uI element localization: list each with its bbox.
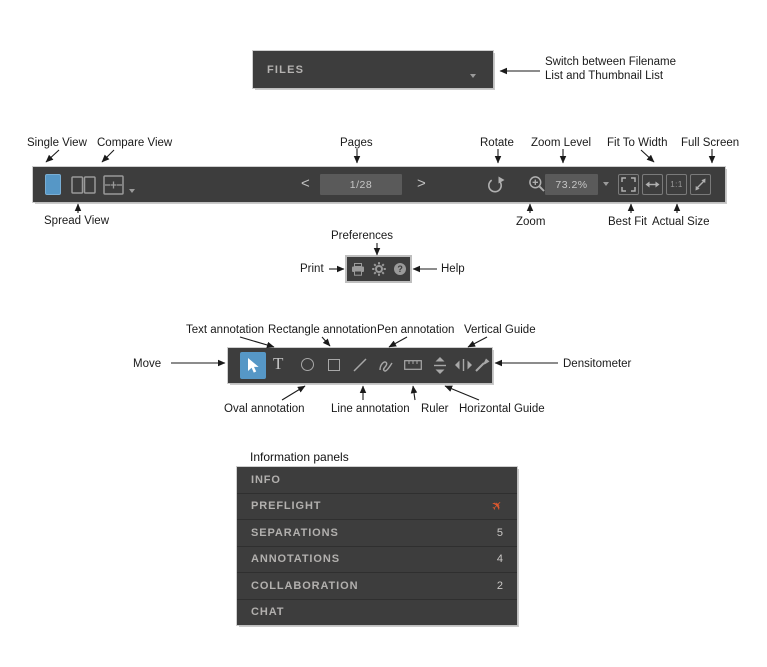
main-toolbar: < 1/28 > 73.2% [33,167,725,202]
utility-toolbar: ? [347,257,410,281]
move-tool-button[interactable] [240,352,266,379]
page-indicator-value: 1/28 [349,178,373,191]
pen-annotation-icon[interactable] [378,357,394,373]
label-densitometer: Densitometer [563,358,632,370]
single-view-icon[interactable] [45,174,61,195]
label-single-view: Single View [27,137,87,149]
line-annotation-icon[interactable] [352,357,368,373]
horizontal-guide-icon[interactable] [434,357,446,374]
info-panels-heading: Information panels [250,450,349,464]
panel-row-info[interactable]: INFO [237,467,517,494]
annotations-count: 4 [496,553,503,566]
panel-row-collaboration[interactable]: COLLABORATION 2 [237,573,517,600]
page-indicator-field[interactable]: 1/28 [320,174,402,195]
previous-page-icon[interactable]: < [301,175,310,192]
actual-size-icon: 1:1 [670,180,683,189]
densitometer-icon[interactable] [474,357,490,373]
label-compare-view: Compare View [97,137,173,149]
vertical-guide-icon[interactable] [455,359,472,371]
zoom-level-dropdown-icon[interactable] [603,182,609,186]
files-panel-header: FILES [253,51,493,88]
rectangle-annotation-icon[interactable] [328,359,340,371]
zoom-level-value: 73.2% [555,178,588,191]
print-icon[interactable] [351,262,365,276]
label-rectangle-annotation: Rectangle annotation [268,324,377,336]
label-spread-view: Spread View [44,215,109,227]
zoom-in-icon[interactable] [527,174,547,194]
ruler-icon[interactable] [404,360,422,370]
help-icon[interactable]: ? [394,263,407,275]
label-pages: Pages [340,137,373,149]
oval-annotation-icon[interactable] [301,358,314,371]
zoom-level-field[interactable]: 73.2% [545,174,598,195]
panel-row-chat[interactable]: CHAT [251,606,285,619]
label-ruler: Ruler [421,403,449,415]
panel-row-preflight[interactable]: PREFLIGHT ✈ [237,494,517,520]
label-zoom-level: Zoom Level [531,137,592,149]
separations-count: 5 [496,526,503,539]
panel-row-annotations[interactable]: ANNOTATIONS 4 [237,547,517,573]
label-pen-annotation: Pen annotation [377,324,455,336]
text-annotation-icon[interactable]: T [273,354,284,373]
move-cursor-icon [248,358,259,373]
label-text-annotation: Text annotation [186,324,265,336]
rotate-icon[interactable] [485,174,506,195]
annotation-toolbar: T [228,348,492,383]
collaboration-count: 2 [496,579,503,592]
label-full-screen: Full Screen [681,137,740,149]
label-vertical-guide: Vertical Guide [464,324,536,336]
fit-to-width-button[interactable] [642,174,663,195]
label-best-fit: Best Fit [608,216,647,228]
label-rotate: Rotate [480,137,514,149]
label-move: Move [133,358,162,370]
label-fit-to-width: Fit To Width [607,137,668,149]
label-zoom: Zoom [516,216,546,228]
compare-view-dropdown-icon[interactable] [129,189,135,193]
preflight-airplane-icon: ✈ [488,496,507,516]
label-actual-size: Actual Size [652,216,710,228]
info-panels-list: INFO PREFLIGHT ✈ SEPARATIONS 5 ANNOTATIO… [237,467,517,625]
next-page-icon[interactable]: > [417,175,426,192]
files-callout: Switch between Filename List and Thumbna… [545,56,677,82]
label-oval-annotation: Oval annotation [224,403,305,415]
label-preferences: Preferences [331,230,394,242]
preferences-gear-icon[interactable] [372,262,387,276]
label-help: Help [441,263,465,275]
panel-row-separations[interactable]: SEPARATIONS 5 [237,520,517,547]
compare-view-icon[interactable] [103,175,125,195]
label-line-annotation: Line annotation [331,403,410,415]
full-screen-button[interactable] [690,174,711,195]
spread-view-icon[interactable] [71,176,96,194]
label-print: Print [300,263,324,275]
actual-size-button[interactable]: 1:1 [666,174,687,195]
list-thumbnail-toggle-icon[interactable] [458,63,476,78]
files-panel-title: FILES [267,63,305,76]
best-fit-button[interactable] [618,174,639,195]
label-horizontal-guide: Horizontal Guide [459,403,545,415]
